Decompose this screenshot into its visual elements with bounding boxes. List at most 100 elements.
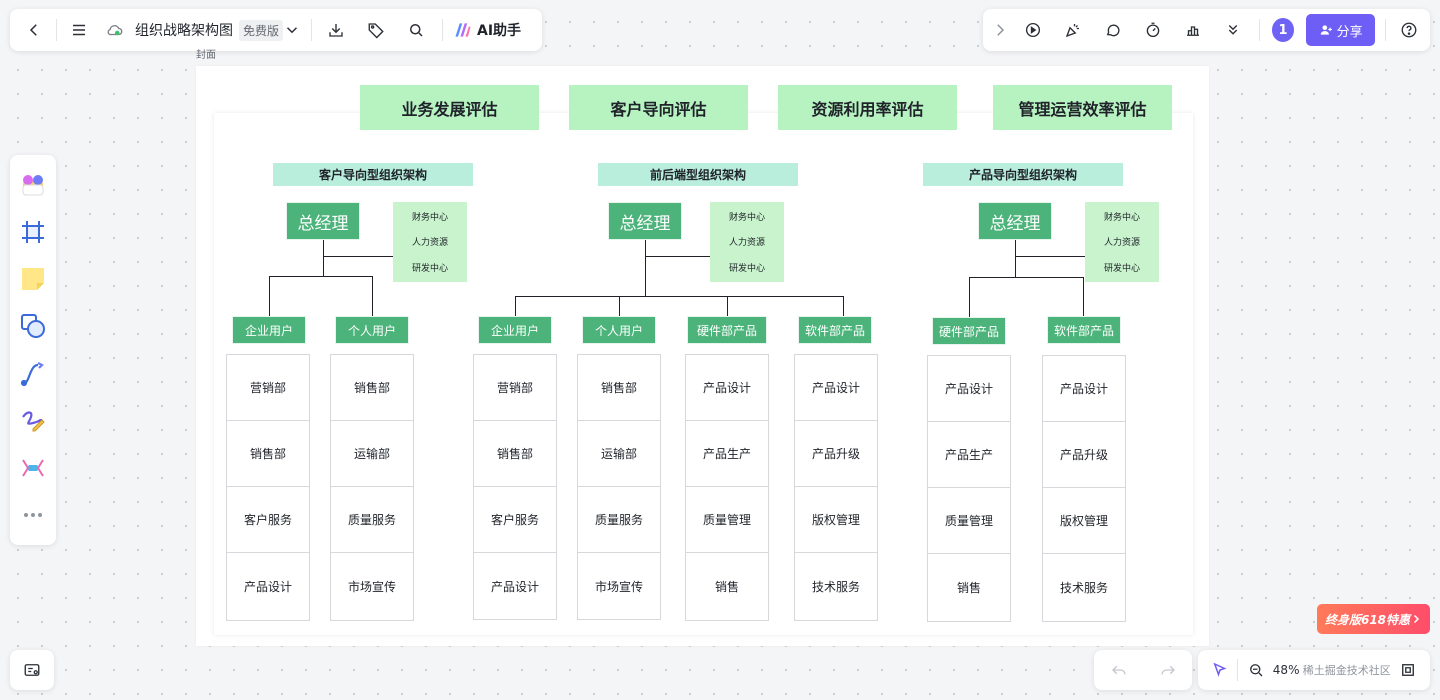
- evaluation-box-3[interactable]: 资源利用率评估: [778, 85, 957, 130]
- document-title[interactable]: 组织战略架构图: [135, 23, 233, 39]
- evaluation-box-2[interactable]: 客户导向评估: [569, 85, 748, 130]
- dept-node[interactable]: 企业用户: [478, 316, 552, 344]
- select-cursor-icon[interactable]: [1206, 656, 1234, 684]
- evaluation-box-4[interactable]: 管理运营效率评估: [993, 85, 1172, 130]
- undo-icon[interactable]: [1105, 656, 1133, 684]
- support-item: 研发中心: [411, 263, 448, 274]
- table-cell[interactable]: 技术服务: [1059, 580, 1108, 595]
- support-item: 研发中心: [728, 263, 765, 274]
- dept-node[interactable]: 硬件部产品: [687, 316, 767, 344]
- table-cell[interactable]: 市场宣传: [594, 579, 643, 594]
- table-cell[interactable]: 产品设计: [243, 579, 292, 594]
- minimap-toggle[interactable]: [10, 650, 54, 690]
- dept-table: 营销部 销售部 客户服务 产品设计: [473, 354, 557, 620]
- table-cell[interactable]: 销售部: [578, 355, 660, 421]
- minimap-icon[interactable]: [18, 656, 46, 684]
- play-icon[interactable]: [1019, 16, 1047, 44]
- table-cell[interactable]: 销售: [714, 579, 739, 594]
- shape-icon[interactable]: [18, 311, 48, 341]
- table-cell[interactable]: 产品生产: [686, 421, 768, 487]
- table-cell[interactable]: 销售部: [227, 421, 309, 487]
- connector-icon[interactable]: [18, 359, 48, 389]
- share-button[interactable]: 分享: [1306, 14, 1376, 46]
- redo-icon[interactable]: [1154, 656, 1182, 684]
- frame-icon[interactable]: [18, 217, 48, 247]
- frame-label[interactable]: 封面: [196, 50, 216, 61]
- zoom-out-icon[interactable]: [1242, 656, 1270, 684]
- support-centers[interactable]: 财务中心 人力资源 研发中心: [1085, 202, 1159, 282]
- dept-table: 产品设计 产品生产 质量管理 销售: [685, 354, 769, 621]
- table-cell[interactable]: 技术服务: [811, 579, 860, 594]
- table-cell[interactable]: 质量服务: [331, 487, 413, 553]
- timer-icon[interactable]: [1139, 16, 1167, 44]
- celebrate-icon[interactable]: [1059, 16, 1087, 44]
- table-cell[interactable]: 产品设计: [1043, 356, 1125, 422]
- support-item: 研发中心: [1103, 263, 1140, 274]
- table-cell[interactable]: 运输部: [578, 421, 660, 487]
- help-icon[interactable]: [1396, 16, 1422, 44]
- double-chevron-down-icon[interactable]: [1219, 16, 1247, 44]
- chart-title-customer[interactable]: 客户导向型组织架构: [273, 163, 473, 186]
- table-cell[interactable]: 产品设计: [686, 355, 768, 421]
- table-cell[interactable]: 质量服务: [578, 487, 660, 553]
- table-cell[interactable]: 营销部: [227, 355, 309, 421]
- comment-icon[interactable]: [1099, 16, 1127, 44]
- templates-icon[interactable]: [18, 170, 48, 200]
- table-cell[interactable]: 市场宣传: [347, 579, 396, 594]
- table-cell[interactable]: 客户服务: [474, 487, 556, 553]
- table-cell[interactable]: 产品设计: [928, 356, 1010, 422]
- connector-line: [323, 256, 393, 257]
- vote-icon[interactable]: [1179, 16, 1207, 44]
- table-cell[interactable]: 质量管理: [928, 488, 1010, 554]
- table-cell[interactable]: 产品设计: [490, 579, 539, 594]
- download-icon[interactable]: [322, 16, 350, 44]
- dept-node[interactable]: 个人用户: [335, 316, 409, 344]
- dept-node[interactable]: 软件部产品: [798, 316, 872, 344]
- general-manager-node[interactable]: 总经理: [286, 202, 360, 240]
- table-cell[interactable]: 版权管理: [1043, 488, 1125, 554]
- table-cell[interactable]: 产品设计: [795, 355, 877, 421]
- dept-node[interactable]: 企业用户: [232, 316, 306, 344]
- table-cell[interactable]: 产品升级: [795, 421, 877, 487]
- ai-assistant-button[interactable]: AI助手: [453, 20, 521, 40]
- pen-icon[interactable]: [18, 406, 48, 436]
- mind-map-icon[interactable]: [18, 453, 48, 483]
- tag-icon[interactable]: [362, 16, 390, 44]
- promo-banner[interactable]: 终身版618特惠: [1317, 604, 1430, 634]
- table-cell[interactable]: 销售部: [474, 421, 556, 487]
- chart-title-frontback[interactable]: 前后端型组织架构: [598, 163, 798, 186]
- table-cell[interactable]: 版权管理: [795, 487, 877, 553]
- fit-screen-icon[interactable]: [1394, 656, 1422, 684]
- chevron-right-icon[interactable]: [991, 16, 1009, 44]
- menu-icon[interactable]: [65, 16, 93, 44]
- evaluation-box-1[interactable]: 业务发展评估: [360, 85, 539, 130]
- divider: [56, 19, 57, 41]
- dept-table: 产品设计 产品升级 版权管理 技术服务: [1042, 355, 1126, 622]
- table-cell[interactable]: 运输部: [331, 421, 413, 487]
- table-cell[interactable]: 产品升级: [1043, 422, 1125, 488]
- table-cell[interactable]: 销售: [956, 580, 981, 595]
- back-icon[interactable]: [20, 16, 48, 44]
- online-user-count[interactable]: 1: [1271, 18, 1295, 42]
- dept-node[interactable]: 个人用户: [582, 316, 656, 344]
- general-manager-node[interactable]: 总经理: [978, 202, 1052, 240]
- table-cell[interactable]: 质量管理: [686, 487, 768, 553]
- table-cell[interactable]: 销售部: [331, 355, 413, 421]
- table-cell[interactable]: 营销部: [474, 355, 556, 421]
- search-icon[interactable]: [402, 16, 430, 44]
- support-centers[interactable]: 财务中心 人力资源 研发中心: [393, 202, 467, 282]
- chevron-down-icon[interactable]: [283, 16, 301, 44]
- chart-title-product[interactable]: 产品导向型组织架构: [923, 163, 1123, 186]
- general-manager-node[interactable]: 总经理: [608, 202, 682, 240]
- support-centers[interactable]: 财务中心 人力资源 研发中心: [710, 202, 784, 282]
- sticky-note-icon[interactable]: [18, 264, 48, 294]
- connector-line: [645, 240, 646, 296]
- dept-node[interactable]: 软件部产品: [1047, 316, 1121, 344]
- zoom-level[interactable]: 48%: [1272, 663, 1300, 677]
- table-cell[interactable]: 客户服务: [227, 487, 309, 553]
- dept-node[interactable]: 硬件部产品: [932, 317, 1006, 345]
- more-icon[interactable]: [18, 500, 48, 530]
- table-cell[interactable]: 产品生产: [928, 422, 1010, 488]
- connector-line: [619, 296, 620, 316]
- canvas-frame[interactable]: 业务发展评估 客户导向评估 资源利用率评估 管理运营效率评估 客户导向型组织架构…: [196, 66, 1209, 646]
